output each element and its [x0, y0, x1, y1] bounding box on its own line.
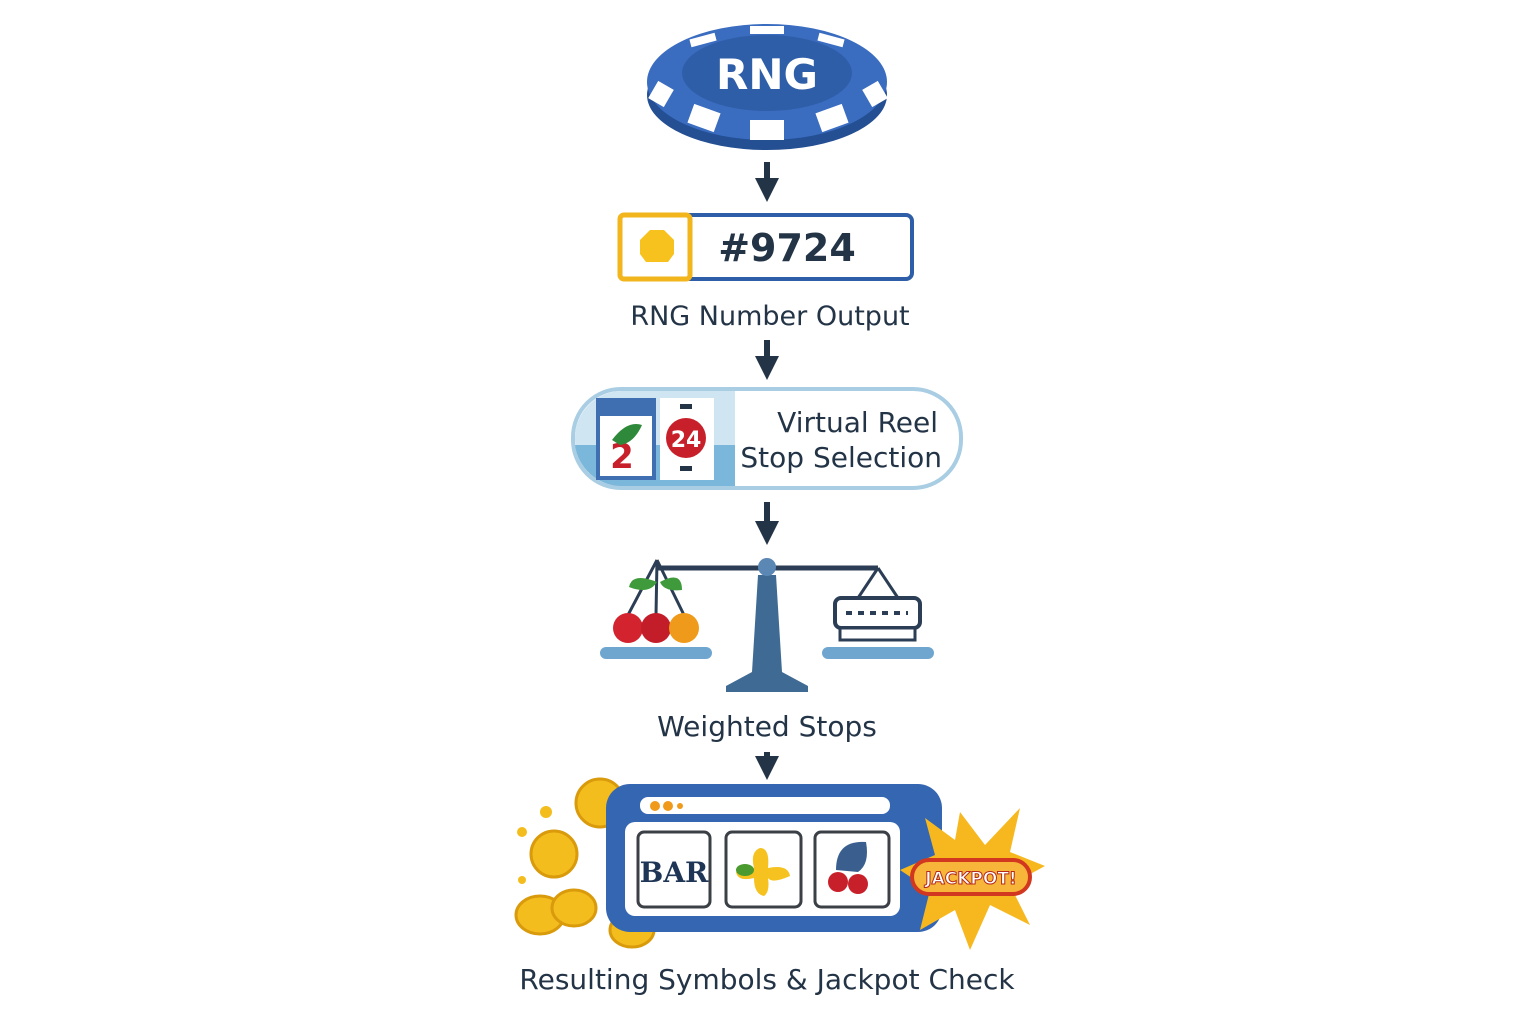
step-label-resulting-symbols: Resulting Symbols & Jackpot Check [519, 963, 1015, 996]
balance-scale-icon [600, 558, 934, 692]
rng-chip-icon: RNG [647, 24, 888, 150]
cherries-icon [613, 559, 699, 643]
clover-icon [736, 848, 790, 896]
reel-symbol-2: 24 [671, 428, 702, 453]
virtual-reel-panel: 2 24 Virtual Reel Stop Selection [571, 387, 963, 490]
step-label-rng-output: RNG Number Output [630, 301, 909, 332]
step-label-weighted-stops: Weighted Stops [657, 710, 877, 743]
jackpot-burst-icon: JACKPOT! [900, 808, 1045, 950]
step-label-virtual-reel-line2: Stop Selection [740, 441, 942, 474]
jackpot-label: JACKPOT! [924, 869, 1016, 889]
chip-label: RNG [716, 50, 818, 99]
step-label-virtual-reel-line1: Virtual Reel [777, 406, 938, 439]
rng-number-value: #9724 [718, 226, 856, 270]
rng-number-box: #9724 [617, 212, 914, 282]
leaf-icon [612, 424, 642, 445]
slot-symbol-bar: BAR [640, 856, 709, 889]
jackpot-badge [910, 858, 1032, 896]
weight-counter-icon [833, 567, 922, 642]
reel-symbol-badge [666, 418, 706, 458]
slot-reel-1 [636, 830, 712, 909]
cherry-icon [836, 841, 867, 872]
reel-symbol-1: 2 [610, 437, 634, 477]
slot-machine-icon: BAR [606, 784, 942, 932]
gem-icon [640, 230, 674, 262]
